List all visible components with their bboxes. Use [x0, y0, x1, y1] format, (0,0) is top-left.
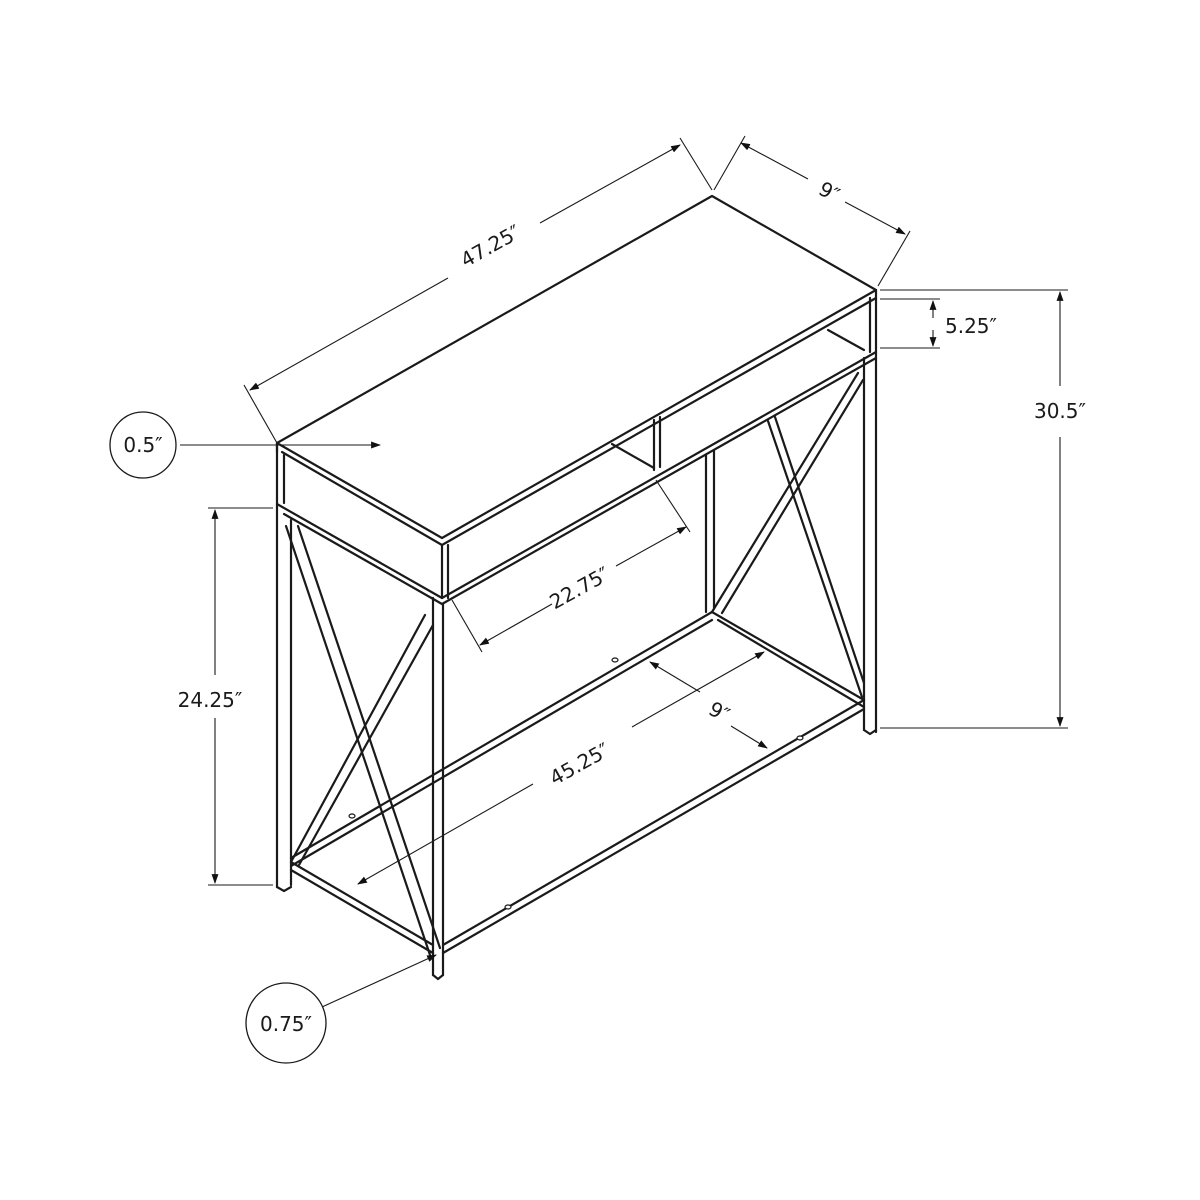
label-overall-width: 47.25″ — [456, 220, 524, 272]
top-thickness-callout — [109, 411, 177, 479]
label-overall-height: 30.5″ — [1034, 399, 1086, 423]
shelf-bolts — [348, 657, 804, 910]
label-leg-thickness: 0.75″ — [260, 1012, 312, 1036]
label-shelf-width: 45.25″ — [545, 738, 613, 790]
label-top-thickness: 0.5″ — [123, 433, 162, 457]
label-shelf-depth: 9″ — [705, 696, 734, 727]
label-leg-height: 24.25″ — [178, 688, 243, 712]
leg-thickness-callout — [245, 982, 327, 1064]
label-overall-depth: 9″ — [815, 176, 844, 207]
table-top — [275, 194, 878, 540]
label-shelf-opening-width: 22.75″ — [545, 562, 613, 614]
console-table-drawing — [275, 194, 878, 981]
label-drawer-opening-height: 5.25″ — [945, 314, 997, 338]
dimension-lines — [180, 135, 1068, 1008]
